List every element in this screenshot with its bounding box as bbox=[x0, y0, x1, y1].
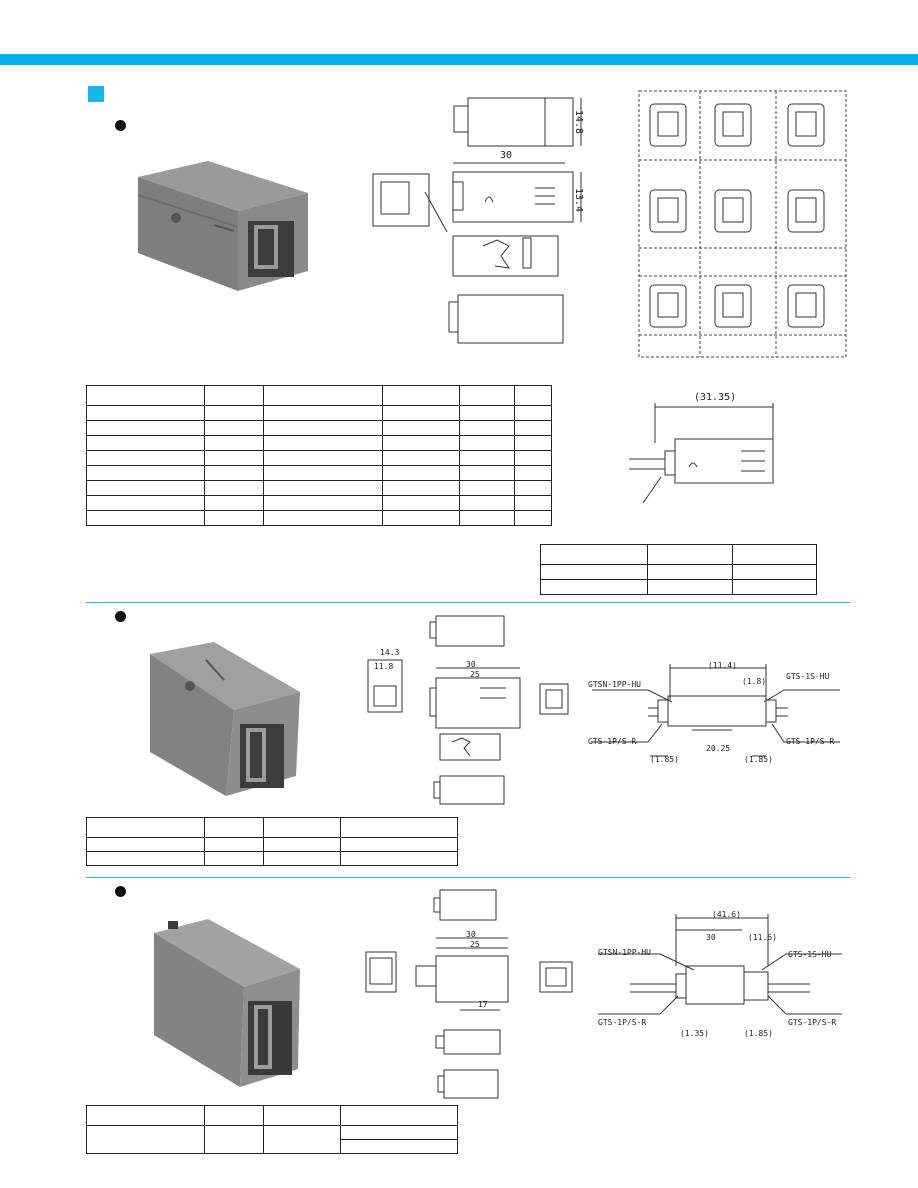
assembled-drawing-1 bbox=[629, 403, 774, 504]
dim-3-d4: (1.35) bbox=[680, 1029, 709, 1038]
connector-photo-2 bbox=[150, 642, 300, 796]
dim-assembled-length: (31.35) bbox=[694, 392, 737, 403]
section1-dimension-drawing bbox=[372, 97, 582, 344]
dim-length: 30 bbox=[500, 150, 513, 161]
dim-2-d7: (1.85) bbox=[650, 755, 679, 764]
callout-3-bottom-left: GTS-1P/S-R bbox=[598, 1018, 647, 1027]
callout-3-bottom-right: GTS-1P/S-R bbox=[788, 1018, 837, 1027]
dim-2-d9: (1.85) bbox=[744, 755, 773, 764]
dim-3-d5: (1.85) bbox=[744, 1029, 773, 1038]
bullet-icon bbox=[115, 611, 126, 622]
spec-table-1b bbox=[540, 544, 817, 595]
callout-2-top-left: GTSN-1PP-HU bbox=[588, 680, 641, 689]
dim-3-d3: (11.6) bbox=[748, 933, 777, 942]
dim-2-d8: 20.25 bbox=[706, 744, 731, 753]
callout-2-bottom-left: GTS-1P/S-R bbox=[588, 737, 637, 746]
connector-photo-3 bbox=[154, 919, 300, 1087]
dim-2-d2: 11.8 bbox=[374, 662, 394, 671]
panel-layout-grid bbox=[638, 90, 847, 358]
dim-2-d4: 25 bbox=[470, 670, 480, 679]
callout-3-top-left: GTSN-1PP-HU bbox=[598, 948, 651, 957]
section2-dimension-drawing bbox=[367, 615, 569, 805]
section-divider-1 bbox=[86, 602, 850, 603]
callout-3-top-right: GTS-1S-HU bbox=[788, 950, 832, 959]
assembly-drawing-2 bbox=[592, 664, 840, 757]
callout-2-top-right: GTS-1S-HU bbox=[786, 672, 830, 681]
dim-3-w1: 30 bbox=[466, 930, 476, 939]
bullet-icon bbox=[115, 886, 126, 897]
top-accent-bar bbox=[0, 54, 918, 65]
callout-2-bottom-right: GTS-1P/S-R bbox=[786, 737, 835, 746]
dim-side-height: 13.4 bbox=[573, 188, 584, 213]
section3-dimension-drawing bbox=[365, 889, 573, 1099]
assembly-drawing-3 bbox=[598, 914, 842, 1015]
dim-3-d2: 30 bbox=[706, 933, 716, 942]
dim-3-d1: (41.6) bbox=[712, 910, 741, 919]
dim-2-d5: (11.4) bbox=[708, 661, 737, 670]
dim-3-w3: 17 bbox=[478, 1000, 488, 1009]
dim-3-w2: 25 bbox=[470, 940, 480, 949]
spec-table-1 bbox=[86, 385, 552, 526]
bullet-icon bbox=[115, 120, 126, 131]
dim-2-d6: (1.8) bbox=[742, 677, 767, 686]
section-divider-2 bbox=[86, 877, 850, 878]
spec-table-3 bbox=[86, 1105, 458, 1154]
spec-table-2 bbox=[86, 817, 458, 866]
dim-2-d3: 30 bbox=[466, 660, 476, 669]
dim-top-height: 14.8 bbox=[573, 110, 584, 135]
section-square-marker bbox=[88, 86, 104, 102]
connector-photo-1 bbox=[137, 161, 308, 291]
dim-2-d1: 14.3 bbox=[380, 648, 400, 657]
